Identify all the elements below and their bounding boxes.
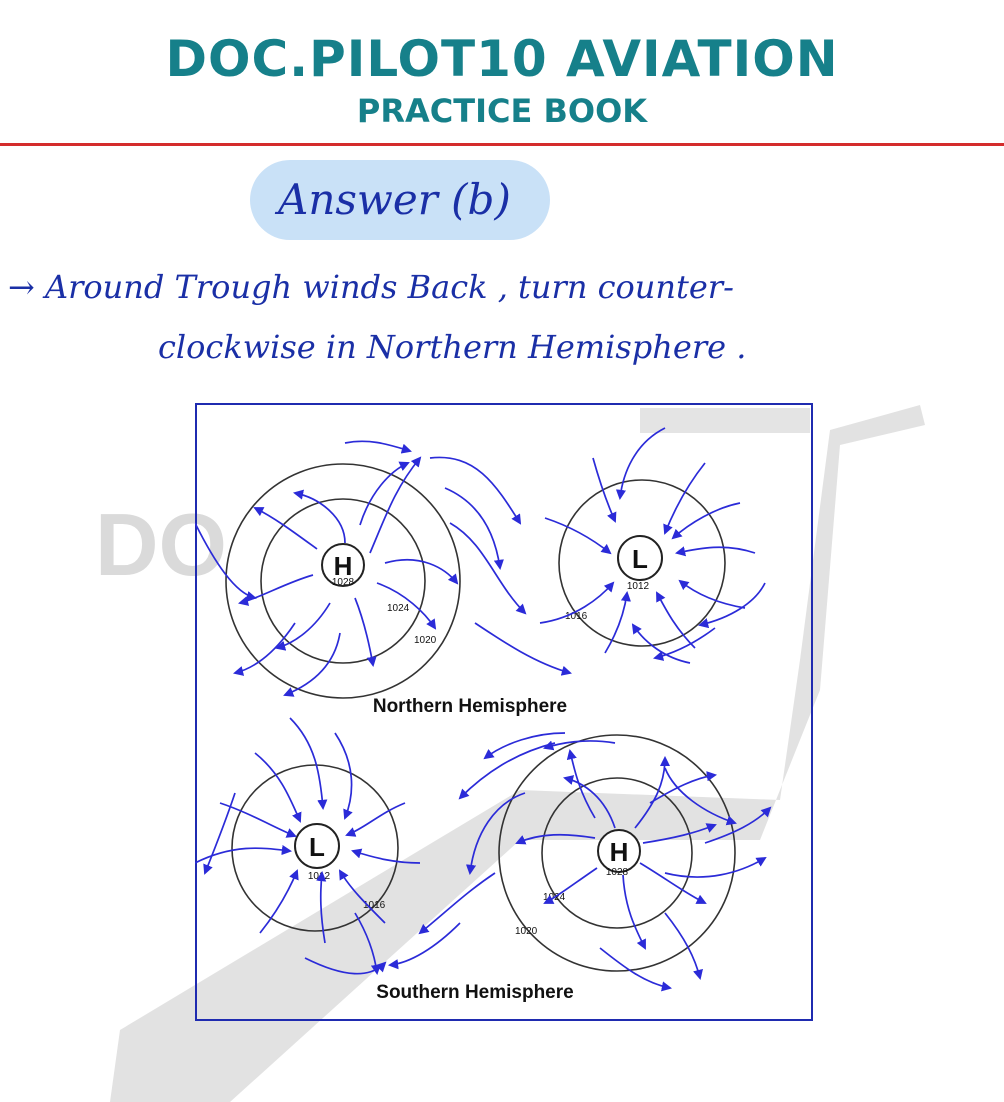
pressure-value: 1024 (387, 603, 410, 614)
explanation-line-2: clockwise in Northern Hemisphere . (158, 328, 747, 366)
low-center-ring (294, 823, 340, 869)
watermark-text: DO (95, 495, 227, 594)
northern-low-system: L 1012 1016 (539, 427, 766, 664)
pressure-value: 1016 (565, 611, 588, 622)
answer-highlight (250, 160, 550, 240)
explanation-line-1: → Around Trough winds Back , turn counte… (8, 268, 734, 306)
low-pressure-label: L (309, 832, 325, 862)
pressure-value: 1028 (332, 577, 355, 588)
isobar-1020 (225, 463, 461, 699)
low-pressure-label: L (632, 544, 648, 574)
northern-high-system: H 1028 1024 1020 (195, 440, 461, 699)
pressure-value: 1020 (414, 635, 437, 646)
wind-arrows-northern-high (195, 440, 459, 697)
isobar-1016 (231, 764, 399, 932)
pressure-value: 1020 (515, 926, 538, 937)
high-pressure-label: H (334, 551, 353, 581)
southern-hemisphere-caption: Southern Hemisphere (376, 982, 573, 1003)
header-title: DOC.PILOT10 AVIATION (165, 30, 839, 88)
low-center-ring (617, 535, 663, 581)
isobar-1020 (498, 734, 736, 972)
pressure-systems-diagram: H 1028 1024 1020 L 1012 1016 (195, 427, 772, 1003)
header-subtitle: PRACTICE BOOK (356, 92, 648, 130)
southern-low-system: L 1012 1016 (195, 717, 421, 976)
pressure-value: 1012 (627, 581, 650, 592)
high-center-ring (321, 543, 365, 587)
diagram-frame (195, 403, 813, 1021)
header-divider (0, 143, 1004, 146)
wind-arrows-southern-low (195, 717, 421, 976)
wind-arrows-southern-high (515, 740, 772, 992)
wind-arrows-northern-transfer (429, 456, 572, 676)
page-header: DOC.PILOT10 AVIATION PRACTICE BOOK (0, 0, 1004, 148)
high-center-ring (597, 829, 641, 873)
wind-arrows-northern-low (539, 427, 766, 664)
pressure-value: 1016 (363, 900, 386, 911)
northern-hemisphere-caption: Northern Hemisphere (373, 696, 567, 717)
isobar-1024 (260, 498, 426, 664)
wind-arrows-southern-transfer (387, 732, 566, 970)
high-pressure-label: H (610, 837, 629, 867)
pressure-value: 1012 (308, 871, 331, 882)
pressure-value: 1028 (606, 867, 629, 878)
isobar-1016 (558, 479, 726, 647)
isobar-1024 (541, 777, 693, 929)
southern-high-system: H 1028 1024 1020 (498, 734, 772, 992)
answer-label: Answer (b) (278, 175, 511, 224)
